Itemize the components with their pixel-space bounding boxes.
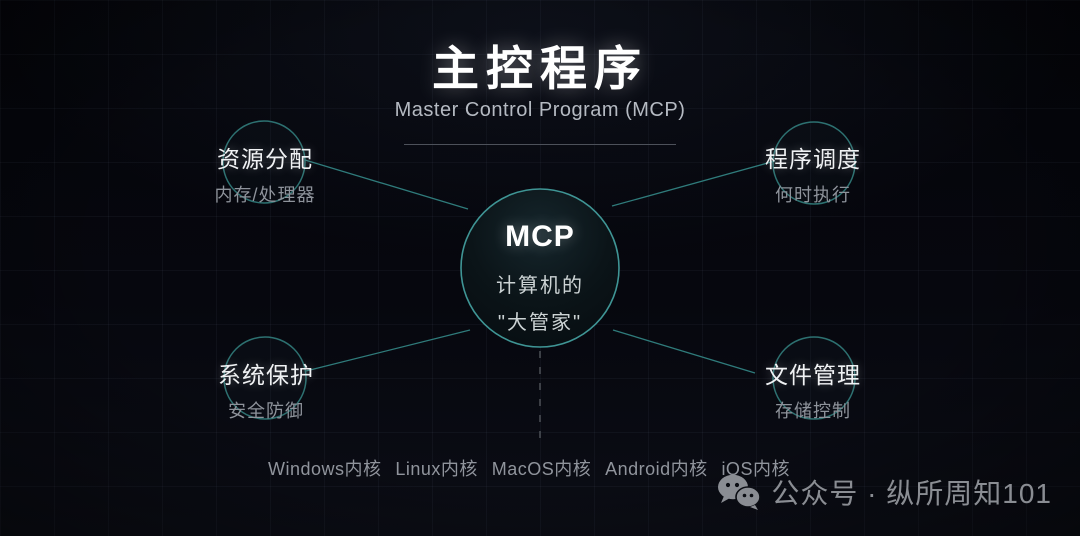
- connector-bottom-right: [612, 329, 756, 374]
- node-label: 系统保护: [218, 362, 314, 388]
- kernel-item-windows: Windows内核: [268, 459, 382, 479]
- node-label: 文件管理: [765, 362, 861, 388]
- title-divider: [404, 144, 676, 145]
- node-circle-top-right: [772, 121, 856, 205]
- node-label: 程序调度: [765, 146, 861, 172]
- node-circle-bottom-right: [772, 336, 856, 420]
- page-subtitle: Master Control Program (MCP): [394, 99, 686, 121]
- kernel-item-ios: iOS内核: [721, 459, 790, 479]
- center-node: MCP 计算机的 "大管家": [450, 220, 630, 335]
- node-top-left: 资源分配 内存/处理器: [155, 140, 375, 207]
- kernel-item-macos: MacOS内核: [491, 459, 592, 479]
- node-circle-bottom-left: [223, 336, 307, 420]
- wechat-icon: [718, 474, 762, 510]
- node-sublabel: 安全防御: [228, 401, 304, 421]
- connector-bottom-left: [305, 329, 471, 372]
- node-sublabel: 存储控制: [775, 401, 851, 421]
- center-node-line2: "大管家": [497, 312, 583, 334]
- node-sublabel: 何时执行: [775, 185, 851, 205]
- watermark-text: 公众号 · 纵所周知101: [771, 478, 1052, 509]
- connector-top-left: [304, 159, 469, 210]
- node-bottom-left: 系统保护 安全防御: [156, 356, 376, 423]
- node-top-right: 程序调度 何时执行: [703, 140, 923, 207]
- node-sublabel: 内存/处理器: [214, 185, 316, 205]
- connector-top-right: [611, 160, 776, 207]
- page-title: 主控程序: [432, 42, 648, 95]
- node-bottom-right: 文件管理 存储控制: [703, 356, 923, 423]
- kernel-item-linux: Linux内核: [395, 459, 478, 479]
- node-circle-top-left: [222, 120, 306, 204]
- kernel-list: Windows内核 Linux内核 MacOS内核 Android内核 iOS内…: [268, 455, 790, 481]
- center-node-title: MCP: [505, 220, 575, 253]
- watermark: 公众号 · 纵所周知101: [717, 472, 1052, 512]
- kernel-item-android: Android内核: [605, 459, 708, 479]
- center-circle: [460, 188, 620, 348]
- center-node-line1: 计算机的: [496, 275, 584, 297]
- node-label: 资源分配: [217, 146, 313, 172]
